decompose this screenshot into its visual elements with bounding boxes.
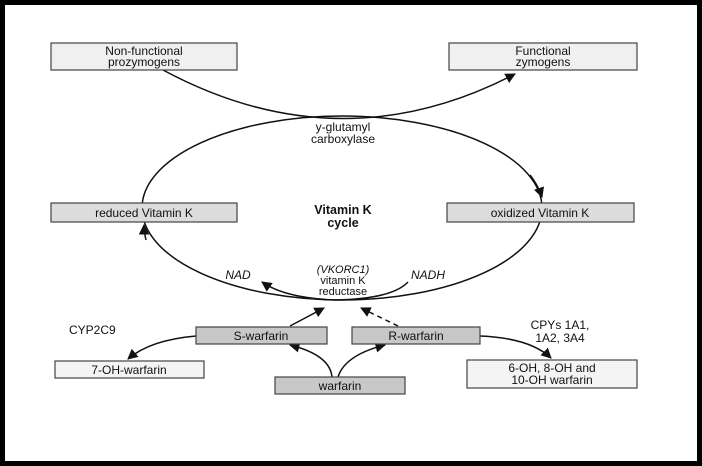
cpys-label: CPYs 1A1, <box>531 318 590 332</box>
carboxylase-label: carboxylase <box>311 132 375 146</box>
cyp2c9-label: CYP2C9 <box>69 323 116 337</box>
box-label: Non-functional <box>105 44 182 58</box>
nadh-label: NADH <box>411 268 445 282</box>
box-label: zymogens <box>516 55 571 69</box>
arrow-prozymogen-to-zymogen <box>162 69 516 120</box>
box-label: 10-OH warfarin <box>511 373 592 387</box>
s-warfarin-inhibition-arrow <box>289 307 325 327</box>
reductase-label: reductase <box>319 286 367 298</box>
multi-oh-warfarin-box: 6-OH, 8-OH and 10-OH warfarin <box>466 359 638 389</box>
box-label: prozymogens <box>108 55 180 69</box>
box-label: oxidized Vitamin K <box>491 206 590 220</box>
vkorc1-label: (VKORC1) <box>317 264 370 276</box>
functional-zymogens-box: Functional zymogens <box>448 42 638 71</box>
arrow-to-nad <box>261 281 336 301</box>
r-warfarin-inhibition-arrow <box>360 307 399 327</box>
box-label: S-warfarin <box>234 329 289 343</box>
nonfunctional-prozymogens-box: Non-functional prozymogens <box>50 42 238 71</box>
r-warfarin-box: R-warfarin <box>351 326 481 345</box>
box-label: 6-OH, 8-OH and <box>508 361 595 375</box>
nadh-branch <box>334 281 409 301</box>
arrow-warfarin-to-r <box>337 342 387 378</box>
box-label: Functional <box>515 44 570 58</box>
cycle-title: Vitamin K <box>314 203 371 217</box>
oxidized-vitamin-k-box: oxidized Vitamin K <box>446 202 635 223</box>
arrow-s-to-7oh <box>127 335 197 360</box>
seven-oh-warfarin-box: 7-OH-warfarin <box>54 360 205 379</box>
warfarin-box: warfarin <box>274 376 406 395</box>
s-warfarin-box: S-warfarin <box>195 326 328 345</box>
nad-label: NAD <box>225 268 251 282</box>
carboxylase-label: y-glutamyl <box>316 120 371 134</box>
box-label: 7-OH-warfarin <box>91 363 166 377</box>
cpys-label: 1A2, 3A4 <box>535 331 585 345</box>
box-label: reduced Vitamin K <box>95 206 193 220</box>
arrow-to-reduced <box>138 223 150 241</box>
cycle-title: cycle <box>327 216 358 230</box>
arrow-warfarin-to-s <box>288 342 333 378</box>
reduced-vitamin-k-box: reduced Vitamin K <box>50 202 238 223</box>
reductase-label: vitamin K <box>320 275 366 287</box>
arrow-to-oxidized <box>529 174 544 198</box>
box-label: R-warfarin <box>388 329 443 343</box>
box-label: warfarin <box>318 379 362 393</box>
arrow-r-to-multi-oh <box>479 335 552 359</box>
